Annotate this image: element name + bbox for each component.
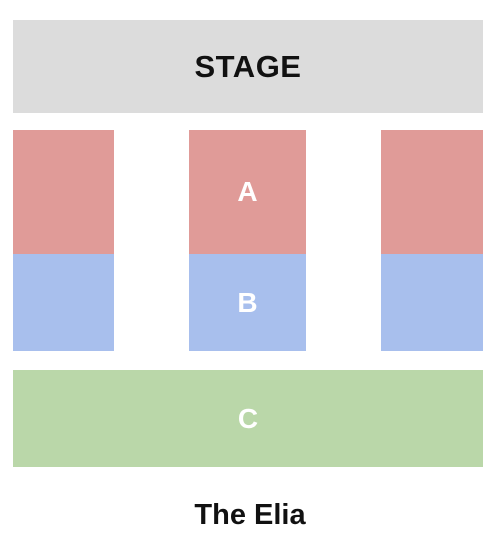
section-b-center[interactable]: B	[189, 254, 306, 351]
venue-name: The Elia	[194, 498, 306, 531]
section-c-label: C	[237, 402, 259, 434]
section-a-left[interactable]	[13, 130, 114, 254]
section-a-center[interactable]: A	[189, 130, 306, 254]
section-b-right[interactable]	[381, 254, 483, 351]
section-c[interactable]: C	[13, 370, 483, 467]
section-b-left[interactable]	[13, 254, 114, 351]
section-a-right[interactable]	[381, 130, 483, 254]
stage-label: STAGE	[194, 48, 302, 84]
section-a-label: A	[237, 176, 258, 207]
stage-block: STAGE	[13, 20, 483, 113]
section-b-label: B	[237, 286, 258, 318]
